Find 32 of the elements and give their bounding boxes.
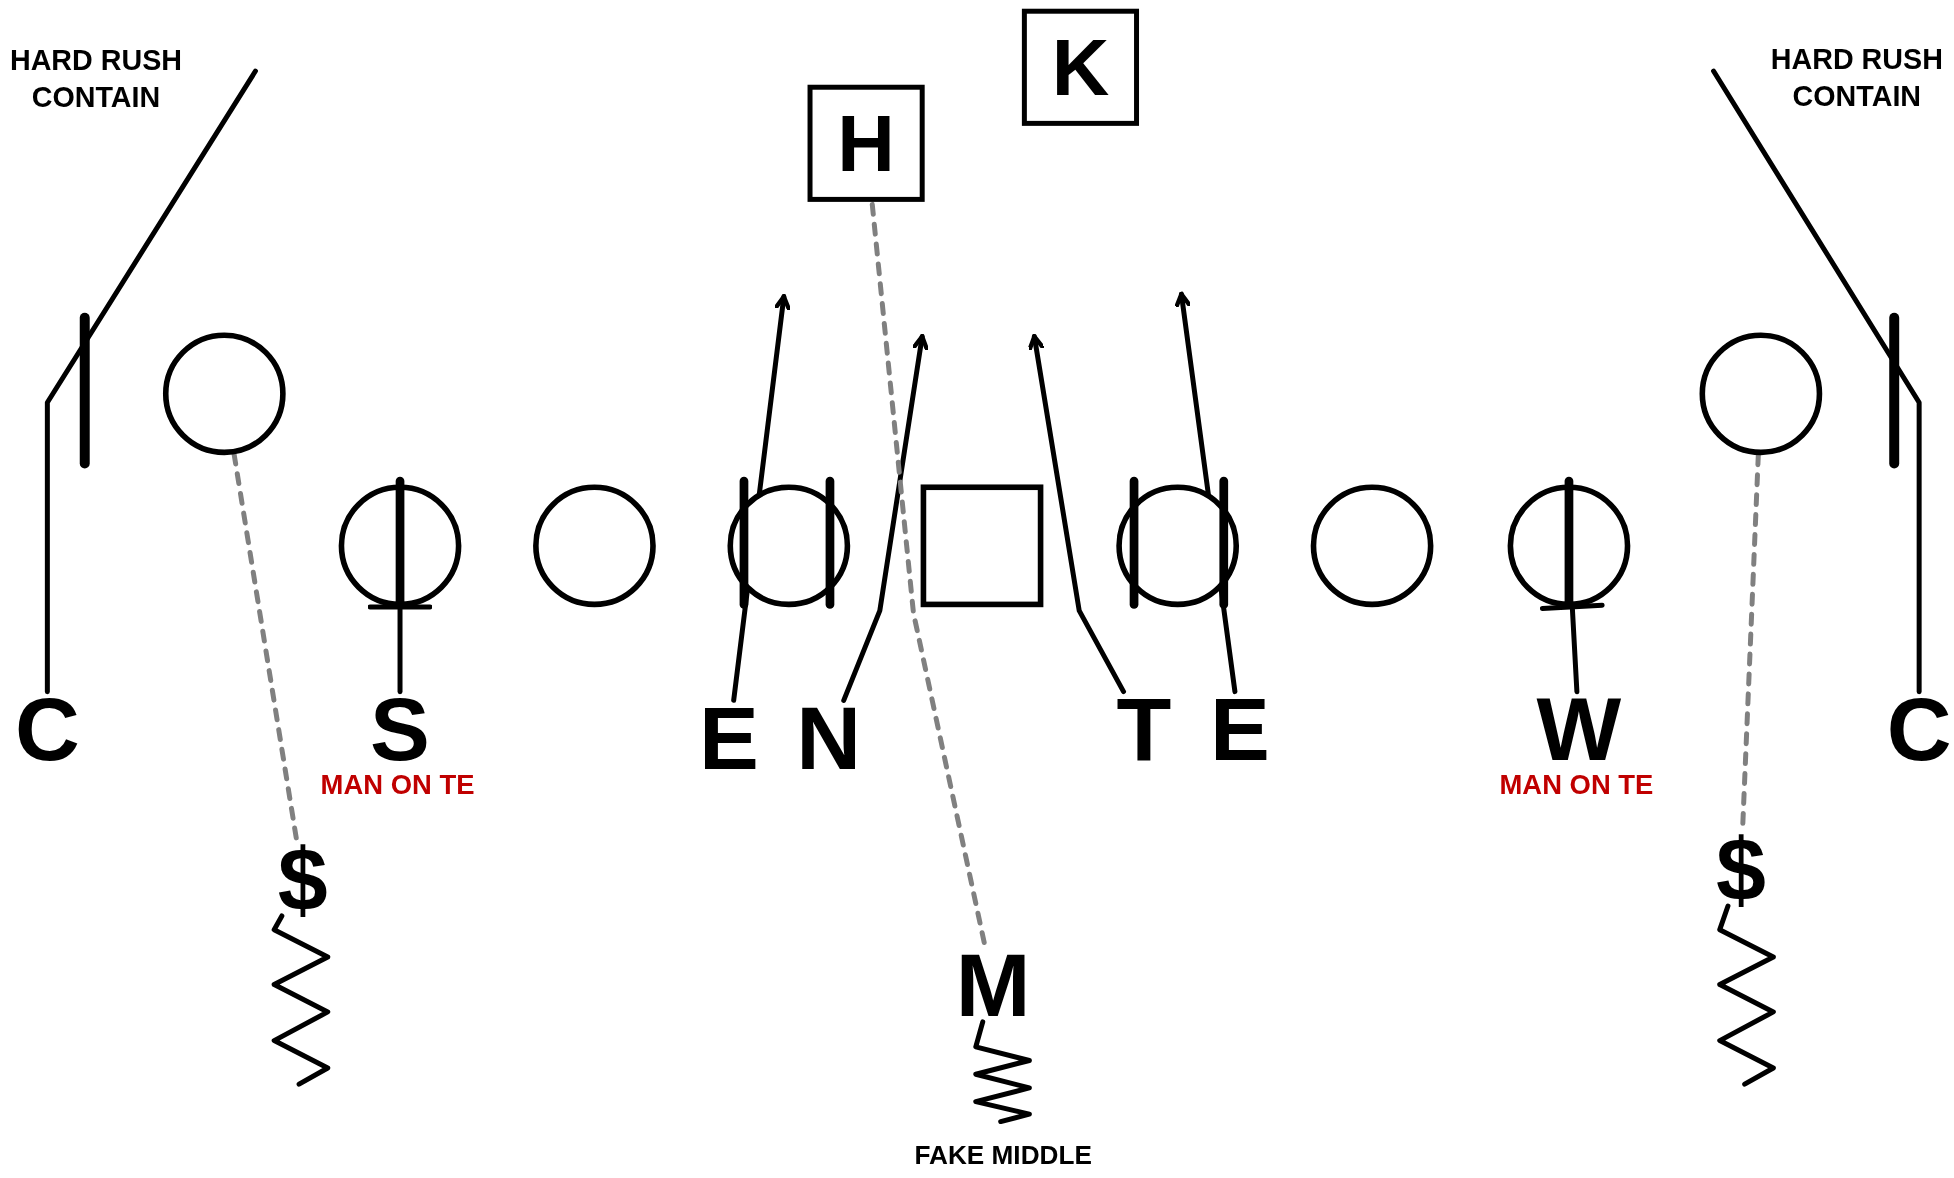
player-letter: E [1210, 694, 1270, 764]
route-line [44, 68, 258, 695]
assignment-note: MAN ON TE [320, 770, 475, 801]
player-circle [1308, 482, 1436, 610]
zigzag-path [973, 1019, 1032, 1125]
zigzag-path [271, 913, 331, 1087]
assignment-note: MAN ON TE [1499, 770, 1654, 801]
player-box: H [807, 84, 925, 202]
route-line [1711, 68, 1922, 695]
instruction-text: FAKE MIDDLE [913, 1139, 1093, 1171]
player-letter: C [1886, 694, 1952, 764]
player-box: K [1021, 8, 1140, 126]
instruction-text: HARD RUSH CONTAIN [1769, 41, 1944, 115]
player-letter: W [1536, 694, 1622, 764]
player-letter: T [1116, 694, 1172, 764]
block-line [367, 604, 433, 695]
player-circle [1697, 330, 1825, 458]
player-letter: E [699, 702, 759, 773]
player-letter: C [14, 694, 80, 764]
player-letter: S [370, 694, 430, 764]
player-circle [160, 330, 288, 458]
block-line [1539, 602, 1605, 695]
player-circle [725, 476, 853, 610]
player-letter: M [955, 949, 1031, 1020]
player-letter: N [796, 702, 862, 773]
instruction-text: HARD RUSH CONTAIN [8, 42, 183, 116]
rush-arrow [1027, 334, 1127, 695]
player-circle [530, 482, 658, 610]
player-circle [1114, 476, 1242, 610]
zigzag-path [1717, 903, 1776, 1087]
rush-arrow [841, 334, 929, 703]
center-square [918, 482, 1046, 610]
